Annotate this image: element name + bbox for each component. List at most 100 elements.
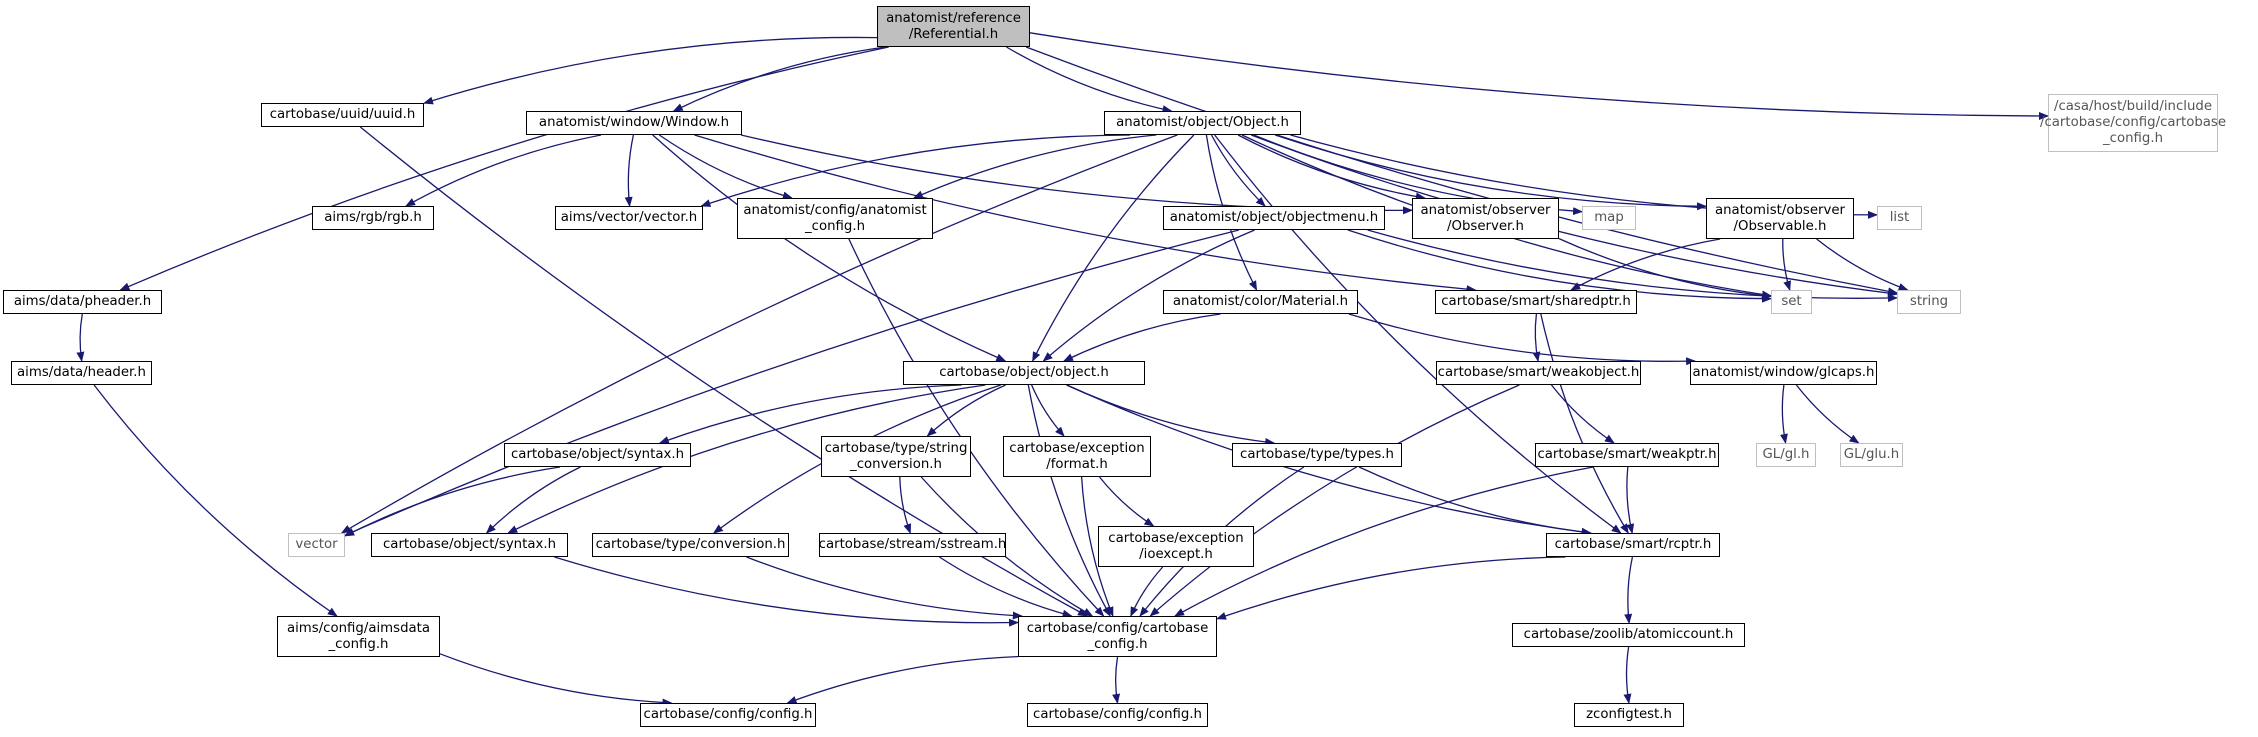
node-rcptr-h[interactable]: cartobase/smart/rcptr.h (1546, 533, 1720, 557)
node-weakptr-h[interactable]: cartobase/smart/weakptr.h (1535, 443, 1719, 467)
edge-referential-to-string (1025, 46, 1898, 296)
edge-object_h-to-cb_object (1032, 134, 1195, 362)
node-conversion-h[interactable]: cartobase/type/conversion.h (592, 533, 789, 557)
edge-window-to-cb_object (652, 134, 1007, 362)
edge-types-to-rcptr (1358, 466, 1592, 536)
node-observer-h[interactable]: anatomist/observer /Observer.h (1412, 198, 1559, 239)
node-objectmenu-h[interactable]: anatomist/object/objectmenu.h (1163, 206, 1385, 230)
edge-cb_object-to-cartobase_config (1027, 384, 1111, 617)
node-syntax-h-lower[interactable]: cartobase/object/syntax.h (371, 533, 568, 557)
node-cartobase-config-h[interactable]: cartobase/config/cartobase _config.h (1018, 616, 1217, 657)
node-rgb-h[interactable]: aims/rgb/rgb.h (312, 206, 434, 230)
node-string-conversion-h[interactable]: cartobase/type/string _conversion.h (821, 436, 971, 477)
edges-layer (76, 32, 2049, 707)
node-config-h-right[interactable]: cartobase/config/config.h (1027, 703, 1208, 727)
edge-objectmenu-to-string (1367, 229, 1898, 303)
edge-cb_object-to-string_conversion (926, 384, 1006, 437)
edge-objectmenu-to-cb_object (1042, 229, 1255, 362)
node-header-h[interactable]: aims/data/header.h (11, 361, 152, 385)
edge-cartobase_config-to-config_a (786, 655, 1019, 704)
node-set[interactable]: set (1771, 290, 1812, 314)
edge-material-to-cb_object (1063, 313, 1221, 362)
node-window-h[interactable]: anatomist/window/Window.h (526, 111, 742, 135)
edge-window-to-sharedptr (694, 134, 1477, 294)
edge-observable-to-sharedptr (1570, 238, 1721, 291)
node-anatomist-object-h[interactable]: anatomist/object/Object.h (1104, 111, 1301, 135)
edge-objectmenu-to-set (1347, 229, 1772, 303)
node-glu-h[interactable]: GL/glu.h (1840, 443, 1903, 467)
edge-object_h-to-vector (340, 134, 1178, 534)
node-sstream-h[interactable]: cartobase/stream/sstream.h (819, 533, 1006, 557)
edge-rcptr-to-cartobase_config (1216, 556, 1566, 620)
edge-observer-to-set (1558, 238, 1772, 300)
edge-weakobject-to-cartobase_config (1149, 384, 1520, 617)
node-pheader-h[interactable]: aims/data/pheader.h (3, 290, 162, 314)
edge-cb_object-to-rcptr (1066, 384, 1592, 536)
edge-referential-to-pheader (119, 46, 889, 291)
node-list[interactable]: list (1877, 206, 1922, 230)
node-aimsdata-config-h[interactable]: aims/config/aimsdata _config.h (277, 616, 440, 657)
node-map[interactable]: map (1582, 206, 1636, 230)
edge-cb_object-to-types (1066, 384, 1276, 446)
edge-syntax_b-to-cartobase_config (554, 556, 1019, 627)
node-uuid-h[interactable]: cartobase/uuid/uuid.h (261, 103, 424, 127)
edge-referential-to-object_h (1006, 46, 1173, 114)
edge-observable-to-set (1782, 238, 1792, 291)
edge-aimsdata_config-to-config_a (439, 653, 673, 707)
node-material-h[interactable]: anatomist/color/Material.h (1163, 290, 1358, 314)
edge-cb_object-to-exception_format (1031, 384, 1065, 437)
node-referential-h[interactable]: anatomist/reference /Referential.h (877, 6, 1030, 47)
node-zconfigtest-h[interactable]: zconfigtest.h (1574, 703, 1684, 727)
edge-object_h-to-anatomist_config (912, 134, 1157, 199)
edge-header-to-aimsdata_config (93, 384, 338, 617)
node-cartobase-object-h[interactable]: cartobase/object/object.h (903, 361, 1145, 385)
edge-window-to-aims_vector (624, 134, 635, 207)
edge-sharedptr-to-rcptr (1540, 313, 1629, 534)
node-gl-h[interactable]: GL/gl.h (1756, 443, 1816, 467)
node-anatomist-config-h[interactable]: anatomist/config/anatomist _config.h (737, 198, 933, 239)
edge-atomiccount-to-zconfigtest (1623, 646, 1632, 704)
edge-weakptr-to-cartobase_config (1174, 466, 1594, 617)
edge-observable-to-string (1816, 238, 1909, 291)
edge-syntax_a-to-syntax_b (485, 466, 581, 534)
edge-object_h-to-observable (1274, 134, 1707, 211)
edge-objectmenu-to-vector (344, 229, 1240, 536)
edge-object_h-to-aims_vector (700, 134, 1131, 207)
edge-exception_format-to-cartobase_config (1080, 476, 1114, 617)
edge-referential-to-uuid (423, 36, 878, 105)
edge-anatomist_config-to-cartobase_config (848, 238, 1105, 617)
node-vector[interactable]: vector (288, 533, 345, 557)
edge-sstream-to-cartobase_config (939, 556, 1073, 618)
edge-object_h-to-objectmenu (1210, 134, 1266, 207)
node-weakobject-h[interactable]: cartobase/smart/weakobject.h (1436, 361, 1641, 385)
node-ioexcept-h[interactable]: cartobase/exception /ioexcept.h (1098, 526, 1254, 567)
node-config-h-left[interactable]: cartobase/config/config.h (640, 703, 816, 727)
edge-object_h-to-rcptr (1214, 134, 1622, 534)
edge-object_h-to-string (1250, 134, 1898, 297)
node-external-cartobase-config-h[interactable]: /casa/host/build/include /cartobase/conf… (2040, 94, 2226, 152)
node-sharedptr-h[interactable]: cartobase/smart/sharedptr.h (1435, 290, 1637, 314)
node-syntax-h-upper[interactable]: cartobase/object/syntax.h (504, 443, 691, 467)
edge-weakptr-to-rcptr (1626, 466, 1635, 534)
node-glcaps-h[interactable]: anatomist/window/glcaps.h (1690, 361, 1877, 385)
edge-syntax_a-to-vector (344, 466, 561, 537)
node-string[interactable]: string (1897, 290, 1961, 314)
edge-sharedptr-to-weakobject (1532, 313, 1541, 362)
edge-glcaps-to-gl (1779, 384, 1788, 444)
edge-window-to-anatomist_config (658, 134, 793, 200)
edge-exception_format-to-ioexcept (1098, 476, 1155, 527)
node-types-h[interactable]: cartobase/type/types.h (1232, 443, 1402, 467)
edge-pheader-to-header (76, 313, 85, 362)
edge-object_h-to-observer (1237, 134, 1426, 201)
node-atomiccount-h[interactable]: cartobase/zoolib/atomiccount.h (1512, 623, 1745, 647)
edge-cartobase_config-to-config_b (1112, 656, 1121, 704)
edge-glcaps-to-glu (1795, 384, 1860, 444)
edge-referential-to-window (672, 46, 886, 112)
node-aims-vector-h[interactable]: aims/vector/vector.h (555, 206, 703, 230)
edge-ioexcept-to-cartobase_config (1130, 566, 1164, 617)
edge-conversion-to-cartobase_config (746, 556, 1023, 620)
node-exception-format-h[interactable]: cartobase/exception /format.h (1003, 436, 1151, 477)
node-observable-h[interactable]: anatomist/observer /Observable.h (1706, 198, 1854, 239)
edge-cb_object-to-syntax_a (658, 384, 962, 444)
